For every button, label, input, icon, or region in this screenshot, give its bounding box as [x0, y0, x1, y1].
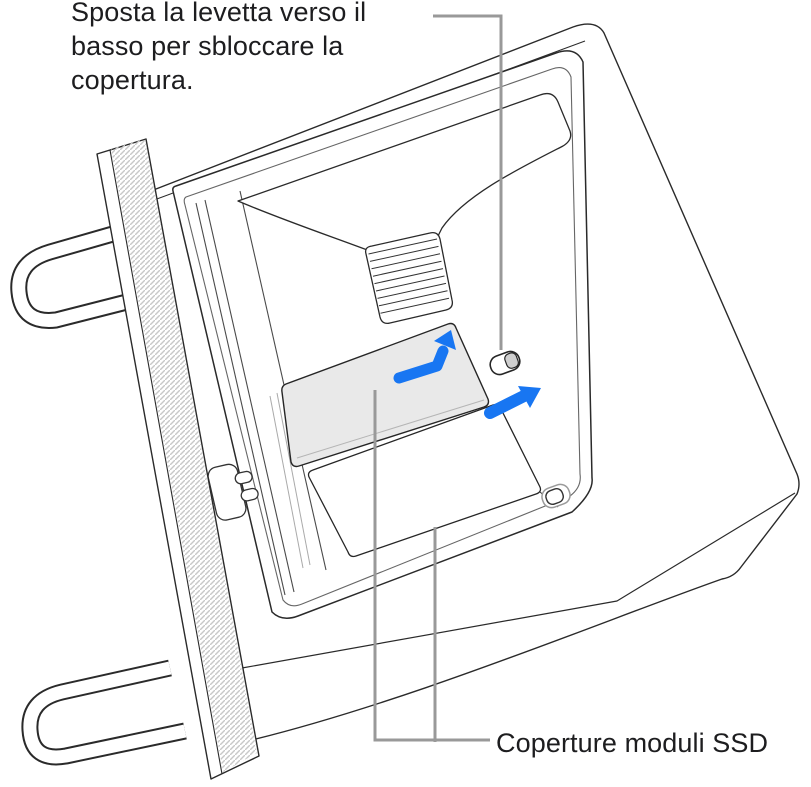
left-rails [195, 190, 327, 596]
callout-text-lever-line2: basso per sbloccare la [71, 31, 344, 61]
unlock-lever [489, 350, 521, 376]
secondary-lever [541, 483, 571, 509]
callout-text-lever: Sposta la levetta verso il basso per sbl… [71, 0, 366, 97]
callout-lines [373, 14, 503, 742]
front-panel-edge-line [109, 149, 223, 775]
cover-latch [207, 463, 259, 521]
callout-line-lever [433, 14, 503, 350]
callout-line-cover-top [373, 390, 490, 742]
bent-unlock-arrow-icon [393, 330, 456, 384]
top-handle [10, 212, 173, 329]
slide-right-arrow-icon [484, 386, 541, 419]
funnel-panel [237, 92, 572, 252]
vent [364, 231, 454, 325]
bottom-handle [21, 659, 187, 766]
vent-outline [364, 231, 454, 325]
cover-slot-lines [269, 392, 311, 569]
callout-text-lever-line1: Sposta la levetta verso il [71, 0, 367, 27]
case-band-inner-line [241, 492, 796, 669]
callout-text-lever-line3: copertura. [71, 65, 194, 95]
callout-text-covers: Coperture moduli SSD [496, 728, 769, 758]
vent-ribs [368, 238, 450, 314]
